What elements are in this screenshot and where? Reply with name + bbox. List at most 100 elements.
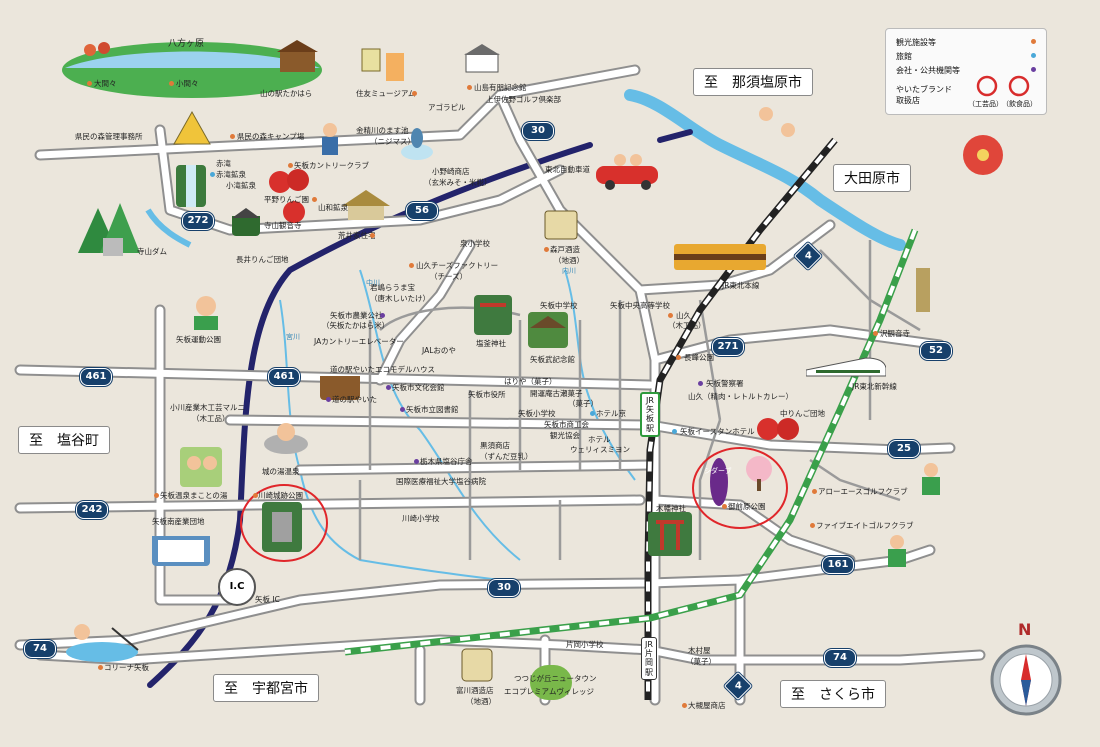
flower-picture xyxy=(963,135,1003,175)
golf-picture-1 xyxy=(922,463,940,495)
label-makoto: 矢板温泉まことの湯 xyxy=(160,491,228,500)
label-kinpokawa: 金精川のます池 xyxy=(356,126,409,135)
train-picture xyxy=(674,244,766,270)
station-kataoka[interactable]: JR片岡駅 xyxy=(641,637,657,680)
dot-akataki xyxy=(210,172,215,177)
onsen-picture xyxy=(264,423,308,454)
label-shitabu: シダーブ xyxy=(704,467,732,475)
highlight-kawasaki xyxy=(240,484,328,562)
label-terayama-dam: 寺山ダム xyxy=(137,247,167,256)
industrial-park-picture xyxy=(152,536,210,566)
label-kotaki-kousen: 小滝鉱泉 xyxy=(226,181,256,190)
label-kashi: （菓子） xyxy=(568,399,598,408)
tomikawa-picture xyxy=(461,648,493,682)
dot-komabukuro xyxy=(169,81,174,86)
label-tomikawa: 富川酒造店 xyxy=(456,686,494,695)
label-nakaringo: 中りんご団地 xyxy=(780,409,825,418)
route-461-west: 461 xyxy=(80,368,112,386)
label-shokokai: 矢板市商工会 xyxy=(544,420,589,429)
line-shinkansen-label: JR東北新幹線 xyxy=(852,382,897,391)
dot-araike xyxy=(370,233,375,238)
label-nokyo-sub: （矢板たかはら米） xyxy=(322,321,390,330)
label-enoki-shrine: 塩釜神社 xyxy=(476,339,506,348)
dest-utsunomiya: 至 宇都宮市 xyxy=(213,674,319,702)
dot-gotenmae xyxy=(722,504,727,509)
label-yaita-elementary: 矢板小学校 xyxy=(518,409,556,418)
label-hachikata: 八方ヶ原 xyxy=(168,39,205,49)
legend-item-inn: 旅館 xyxy=(896,52,912,61)
label-camp: 県民の森キャンプ場 xyxy=(237,132,305,141)
route-30-north: 30 xyxy=(522,122,554,140)
label-akataki-kousen: 赤滝鉱泉 xyxy=(216,170,246,179)
dot-cheese xyxy=(409,263,414,268)
statue-picture xyxy=(916,268,930,312)
station-yaita[interactable]: JR矢板駅 xyxy=(640,392,660,437)
history-hall-picture xyxy=(528,312,568,348)
fish-pond-picture xyxy=(401,128,433,160)
label-east-inn: 矢板イースタンホテル xyxy=(680,427,755,436)
route-56: 56 xyxy=(406,202,438,220)
route-52: 52 xyxy=(920,342,952,360)
label-tochigi-hospital: 栃木県塩谷庁舎 xyxy=(420,457,473,466)
label-yamaku: 山久 xyxy=(676,311,691,320)
label-yamato-kousen: 山和鉱泉 xyxy=(318,203,348,212)
label-tomikawa-sub: （地酒） xyxy=(466,697,496,706)
legend-dot-tour xyxy=(1031,39,1036,44)
route-161: 161 xyxy=(822,556,854,574)
ic-label: 矢板 IC xyxy=(255,595,280,604)
dot-arrow xyxy=(812,489,817,494)
label-mokko-sub: （木工品） xyxy=(192,414,230,423)
compass-rose-icon xyxy=(990,644,1062,716)
dot-nagamine xyxy=(676,355,681,360)
label-city-office: 矢板市役所 xyxy=(468,390,506,399)
dam-picture xyxy=(78,203,140,256)
label-daimaya: 大間々 xyxy=(94,79,117,88)
label-kogawa: 小川産業木工芸マルニ xyxy=(170,403,245,412)
river-north xyxy=(624,89,906,251)
label-sumitomo: 住友ミュージアム xyxy=(356,89,416,98)
label-yamasaka: 山島有朋記念館 xyxy=(474,83,527,92)
legend-brand-craft: （工芸品） xyxy=(968,100,1003,108)
label-sawanemon: 沢観音寺 xyxy=(880,329,910,338)
dot-daimaya xyxy=(87,81,92,86)
label-kataoka-school: 片岡小学校 xyxy=(566,640,604,649)
dot-sawanemon xyxy=(873,331,878,336)
expressway-north xyxy=(657,129,693,143)
label-michinoeki: 道の駅やいた xyxy=(332,395,377,404)
dest-sakura: 至 さくら市 xyxy=(780,680,886,708)
label-kenmin-mori: 県民の森管理事務所 xyxy=(75,132,143,141)
label-eco-premium: エコプレミアムヴィレッジ xyxy=(504,687,594,696)
legend: 観光施設等 旅館 会社・公共機関等 やいたブランド 取扱店 （工芸品） （飲食品… xyxy=(885,28,1047,115)
label-miso-sub: （玄米みそ・米糀） xyxy=(424,178,492,187)
label-yamanoeki: 山の駅たかはら xyxy=(260,89,313,98)
dot-kawasaki xyxy=(253,493,258,498)
label-nakagawa-river: 中川 xyxy=(366,279,380,287)
label-agorapiru: アゴラピル xyxy=(428,103,466,112)
label-mokuhin: （木工品） xyxy=(668,321,706,330)
river-nakagawa xyxy=(359,269,521,561)
label-library: 矢板市立図書館 xyxy=(406,405,459,414)
label-kuroi: 黒須商店 xyxy=(480,441,510,450)
dot-bunka xyxy=(386,385,391,390)
label-hariya: はりや（菓子） xyxy=(504,377,557,386)
temple-picture xyxy=(232,208,260,236)
jr-tohoku-line xyxy=(644,137,838,700)
label-kawasaki-castle: 川崎城跡公園 xyxy=(258,491,303,500)
kihachiman-picture xyxy=(648,512,692,556)
compass: N xyxy=(990,620,1062,722)
dot-camp xyxy=(230,134,235,139)
dest-shioya: 至 塩谷町 xyxy=(18,426,110,454)
dest-nasushiobara: 至 那須塩原市 xyxy=(693,68,813,96)
label-fifeight-golf: ファイブエイトゴルフクラブ xyxy=(816,521,914,530)
route-461-mid: 461 xyxy=(268,368,300,386)
label-onoze: 小野崎商店 xyxy=(432,167,470,176)
label-yaita-high: 矢板中央高等学校 xyxy=(610,301,670,310)
label-izumi-school: 泉小学校 xyxy=(460,239,490,248)
purple-marker xyxy=(710,458,728,506)
makoto-onsen-picture xyxy=(180,447,222,487)
dot-country-club xyxy=(288,163,293,168)
label-kanko: 観光協会 xyxy=(550,431,580,440)
label-golf-kamimiya: 上伊佐野ゴルフ倶楽部 xyxy=(486,95,561,104)
